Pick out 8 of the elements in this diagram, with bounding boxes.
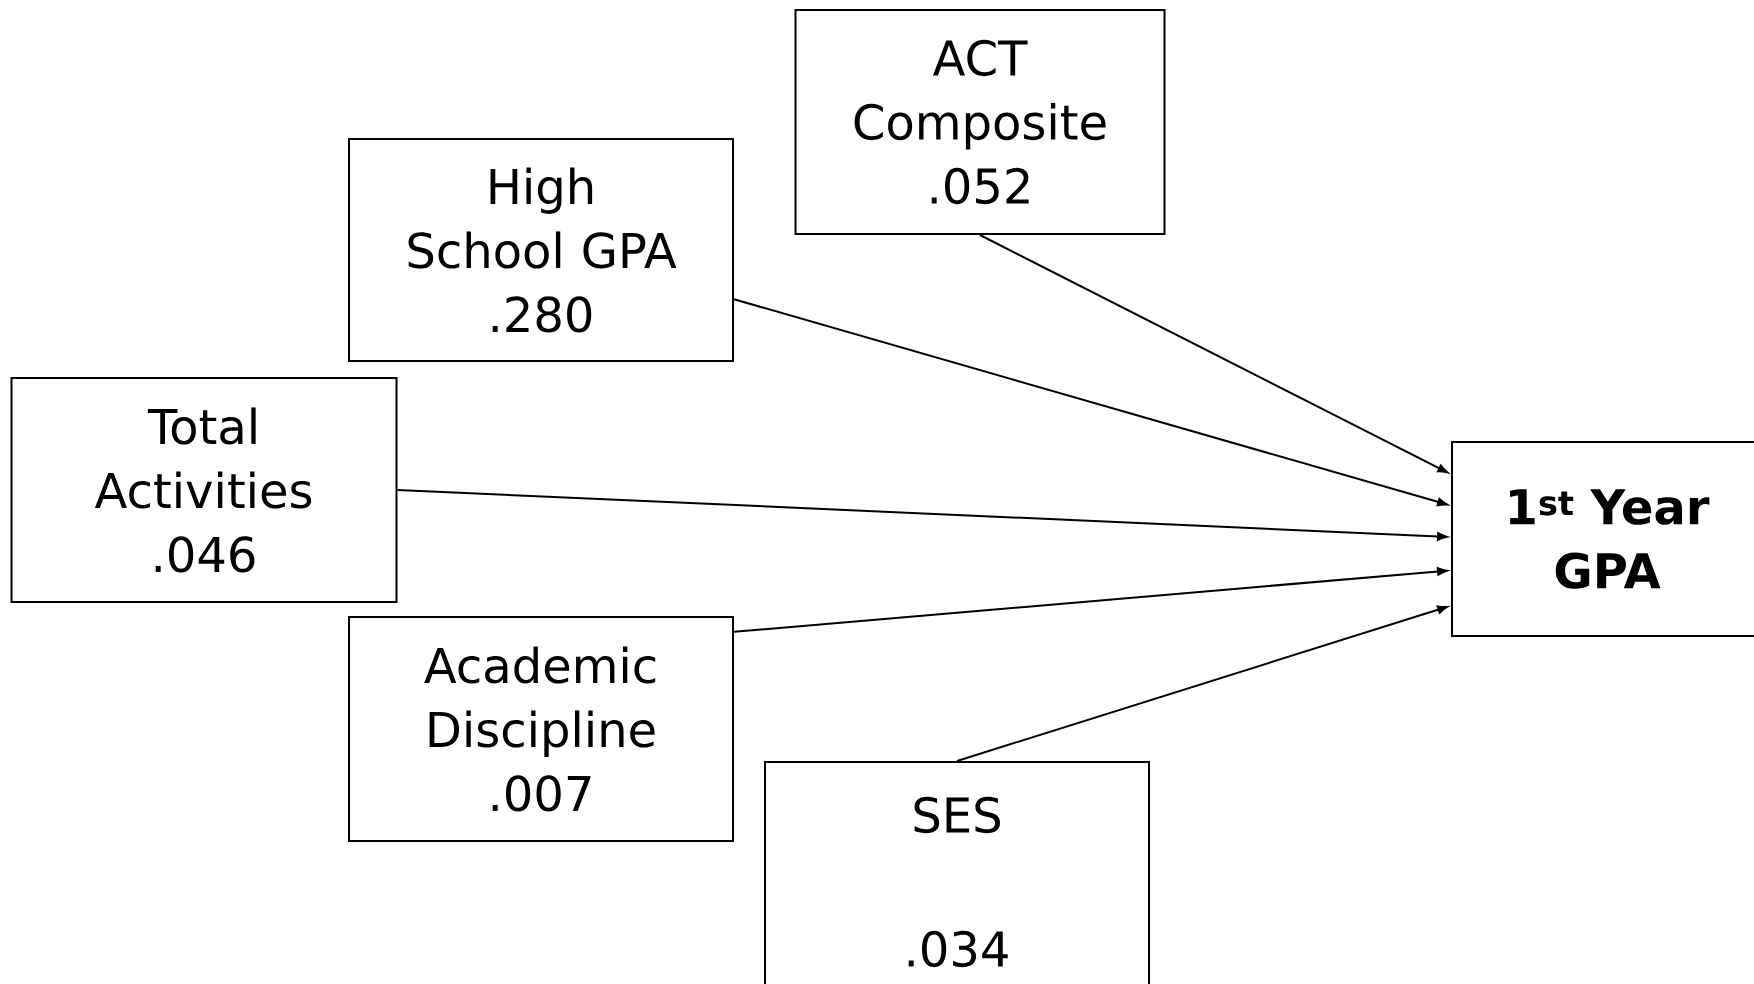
target-box: 1$^{st}$ Year GPA: [1451, 441, 1754, 637]
predictor-box: SES .034: [764, 761, 1150, 984]
arrow: [956, 605, 1448, 762]
predictor-box: Total Activities .046: [10, 377, 398, 603]
predictor-box: Academic Discipline .007: [348, 616, 734, 842]
predictor-box: ACT Composite .052: [794, 9, 1166, 235]
predictor-box: High School GPA .280: [348, 138, 734, 362]
arrow: [396, 489, 1448, 541]
